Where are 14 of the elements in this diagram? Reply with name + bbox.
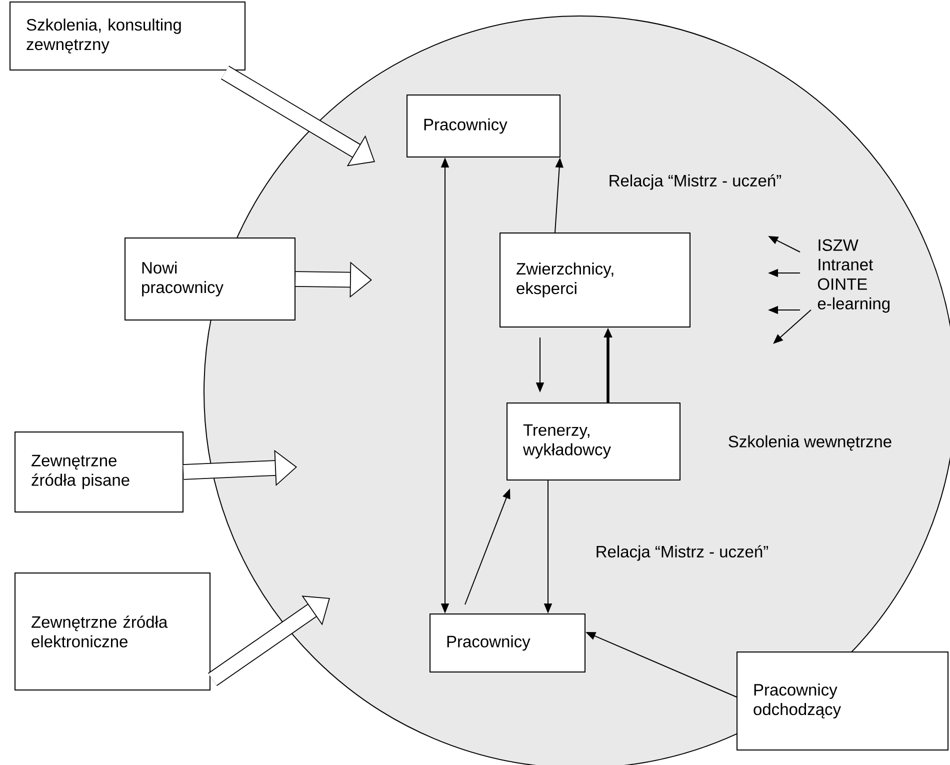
edge-label: Relacja “Mistrz - uczeń” (606, 172, 784, 192)
edge-label: Relacja “Mistrz - uczeń” (593, 543, 771, 563)
hollow-arrow (208, 596, 330, 686)
text-box: Pracownicy (430, 614, 586, 672)
channel-list: ISZW Intranet OINTE e-learning (818, 239, 890, 313)
hollow-arrow (220, 66, 375, 166)
text-box: Trenerzy, wykładowcy (506, 402, 680, 480)
text-box: Szkolenia, konsulting zewnętrzny (10, 2, 246, 70)
text-box: Pracownicy (406, 94, 560, 158)
text-box: Zwierzchnicy, eksperci (500, 232, 690, 328)
text-box: Zewnętrzne źródła elektroniczne (14, 572, 210, 690)
text-box: Zewnętrzne źródła pisane (14, 432, 184, 512)
text-box: Pracownicy odchodzący (736, 652, 948, 750)
text-box: Nowi pracownicy (124, 238, 296, 320)
